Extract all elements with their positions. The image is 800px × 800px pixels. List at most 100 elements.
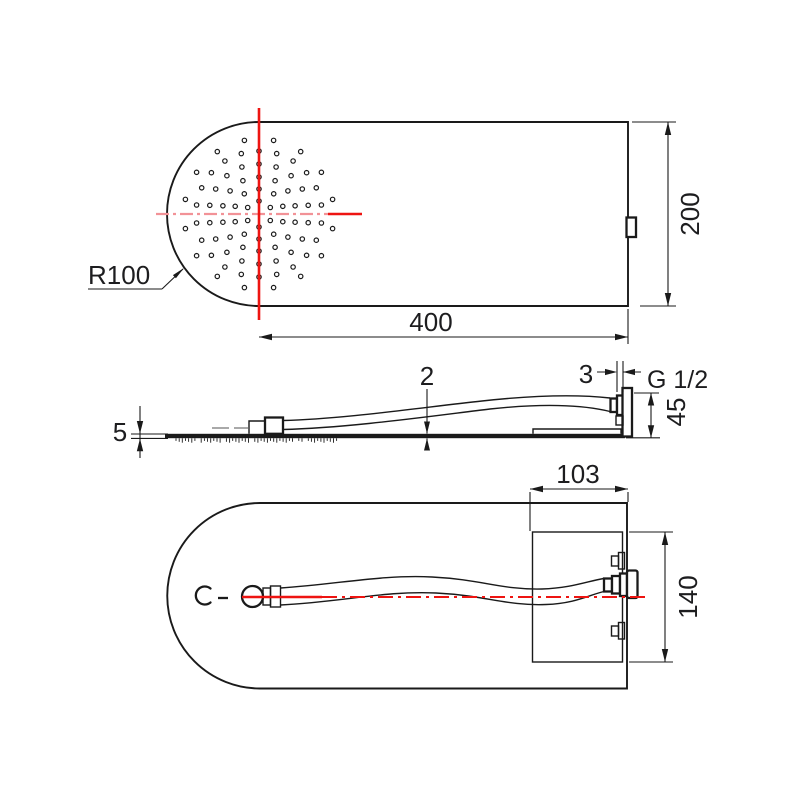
nozzle-dot — [224, 249, 230, 256]
bracket-width-arrow-left — [530, 485, 543, 493]
side-bracket-line — [532, 428, 622, 434]
hose-bottom-line — [282, 404, 611, 431]
nozzle-dot — [208, 169, 215, 176]
nozzle-dot — [222, 158, 228, 164]
nozzle-dot — [207, 219, 213, 226]
edge-thickness-text: 5 — [113, 417, 127, 447]
plate-thickness-dimension: 2 — [420, 361, 434, 451]
nozzle-dot — [305, 202, 312, 209]
nozzle-dot-pattern — [182, 137, 336, 291]
nozzle-dot — [292, 203, 298, 209]
nozzle-dot — [273, 164, 279, 170]
side-view: 5 2 3 G 1/2 — [113, 359, 708, 458]
hose-top-line — [282, 395, 611, 422]
nozzle-dot — [313, 237, 320, 244]
nozzle-dot — [272, 177, 278, 184]
bracket-width-arrow-right — [615, 485, 628, 493]
nozzle-dot — [267, 217, 274, 224]
nozzle-dot — [292, 219, 298, 226]
nozzle-dot — [272, 244, 278, 251]
connector-height-arrow-top — [647, 393, 655, 406]
nozzle-dot — [270, 284, 277, 291]
nozzle-dot — [212, 186, 219, 192]
bracket-height-dimension: 140 — [629, 531, 703, 663]
nozzle-dot — [297, 273, 304, 280]
nozzle-dot — [238, 271, 245, 278]
fitting-flange — [621, 386, 634, 438]
bottom-hose-bottom-line — [280, 590, 605, 606]
nozzle-dot — [182, 196, 189, 203]
nozzle-dot — [214, 273, 221, 280]
nozzle-dot — [288, 172, 294, 179]
plate-thickness-arrow-upper — [424, 421, 430, 434]
bracket-height-arrow-bottom — [661, 649, 669, 662]
nozzle-dot — [241, 284, 248, 291]
stub-dimension: 3 G 1/2 — [579, 359, 708, 394]
stub-arrow-right — [623, 368, 635, 376]
nozzle-dot — [299, 236, 306, 242]
c-arc-mark — [194, 585, 212, 606]
edge-thickness-arrow-lower — [136, 438, 144, 452]
nozzle-dot — [241, 137, 248, 144]
connector-height-dimension: 45 — [626, 392, 691, 439]
nozzle-dot — [232, 218, 239, 225]
bottom-hose-top-line — [280, 575, 605, 590]
width-arrowhead-left — [259, 333, 272, 341]
nozzle-dot — [279, 218, 286, 225]
nozzle-dot — [182, 225, 189, 232]
radius-dimension: R100 — [88, 260, 184, 290]
nozzle-dot — [318, 202, 325, 208]
nozzle-dot — [297, 148, 304, 155]
edge-thickness-arrow-upper — [136, 421, 144, 434]
nozzle-dot — [273, 258, 279, 264]
width-arrowhead-right — [615, 333, 628, 341]
nozzle-dot — [270, 191, 277, 197]
nozzle-dot — [208, 252, 215, 259]
radius-label: R100 — [88, 260, 150, 290]
top-view: R100 400 200 — [88, 108, 705, 344]
nozzle-dot — [273, 271, 280, 278]
nozzle-dot — [198, 185, 205, 191]
nozzle-dot — [318, 169, 325, 176]
width-dim-text: 400 — [409, 307, 452, 337]
nozzle-dot — [244, 217, 251, 224]
nozzle-dot — [313, 185, 320, 191]
nozzle-dot — [198, 237, 205, 244]
connector-height-text: 45 — [661, 398, 691, 427]
height-arrowhead-bottom — [664, 293, 672, 306]
height-dimension: 200 — [632, 121, 705, 307]
bracket-height-text: 140 — [673, 575, 703, 618]
top-view-connector-tab — [625, 216, 638, 239]
nozzle-dot — [290, 264, 296, 270]
plate-thickness-text: 2 — [420, 361, 434, 391]
top-view-outline — [166, 121, 629, 307]
fitting-step — [615, 415, 624, 426]
bracket-width-dimension: 103 — [529, 459, 629, 531]
connector-height-arrow-bottom — [647, 425, 655, 438]
bottom-view: 103 140 — [166, 459, 703, 690]
bottom-fitting-nut-small — [602, 577, 614, 593]
nozzle-dot — [193, 252, 200, 259]
nozzle-dot — [318, 252, 325, 259]
nozzle-dot — [240, 244, 246, 251]
nozzle-dot — [220, 219, 226, 226]
height-arrowhead-top — [664, 122, 672, 135]
bottom-fitting-cap — [625, 569, 639, 600]
nozzle-dot — [305, 219, 312, 226]
bottom-view-outline — [166, 502, 628, 690]
nozzle-dot — [193, 202, 200, 208]
nozzle-dot — [279, 203, 286, 210]
height-dim-text: 200 — [675, 192, 705, 235]
bracket-clip-lower — [610, 621, 626, 640]
nozzle-dot — [239, 258, 245, 264]
nozzle-dot — [299, 186, 306, 192]
nozzle-dot — [220, 203, 226, 209]
nozzle-dot — [273, 150, 280, 157]
stub-arrow-left — [605, 368, 617, 376]
nozzle-dot — [285, 234, 291, 240]
nozzle-dot — [222, 264, 228, 270]
nozzle-dot — [270, 137, 277, 144]
nozzle-dot — [224, 172, 230, 179]
width-dimension: 400 — [259, 307, 629, 344]
